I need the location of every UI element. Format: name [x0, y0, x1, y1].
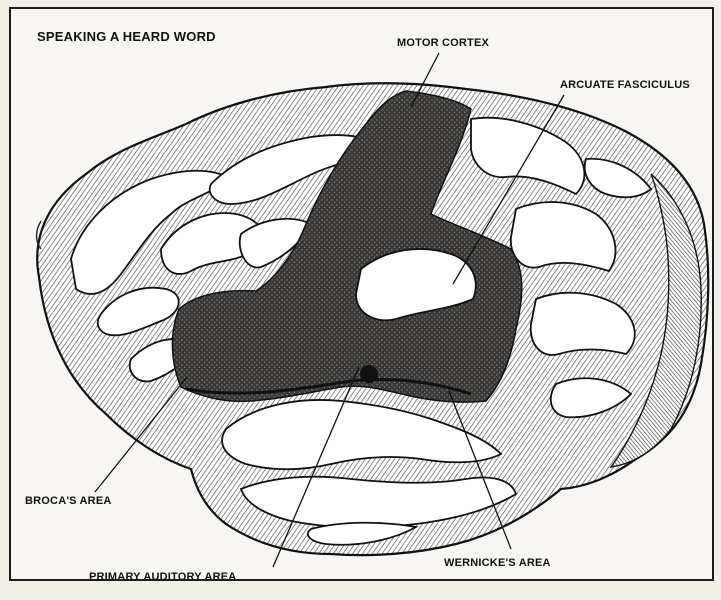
label-wernickes-area: WERNICKE'S AREA — [444, 557, 551, 569]
brain-illustration — [11, 9, 712, 579]
figure-title: SPEAKING A HEARD WORD — [37, 29, 216, 44]
primary-auditory-spot — [360, 365, 378, 383]
label-primary-auditory-area: PRIMARY AUDITORY AREA — [89, 571, 236, 581]
label-brocas-area: BROCA'S AREA — [25, 495, 112, 507]
label-motor-cortex: MOTOR CORTEX — [397, 37, 489, 49]
figure-frame: SPEAKING A HEARD WORD MOTOR CORTEX ARCUA… — [9, 7, 714, 581]
label-arcuate-fasciculus: ARCUATE FASCICULUS — [560, 79, 690, 91]
